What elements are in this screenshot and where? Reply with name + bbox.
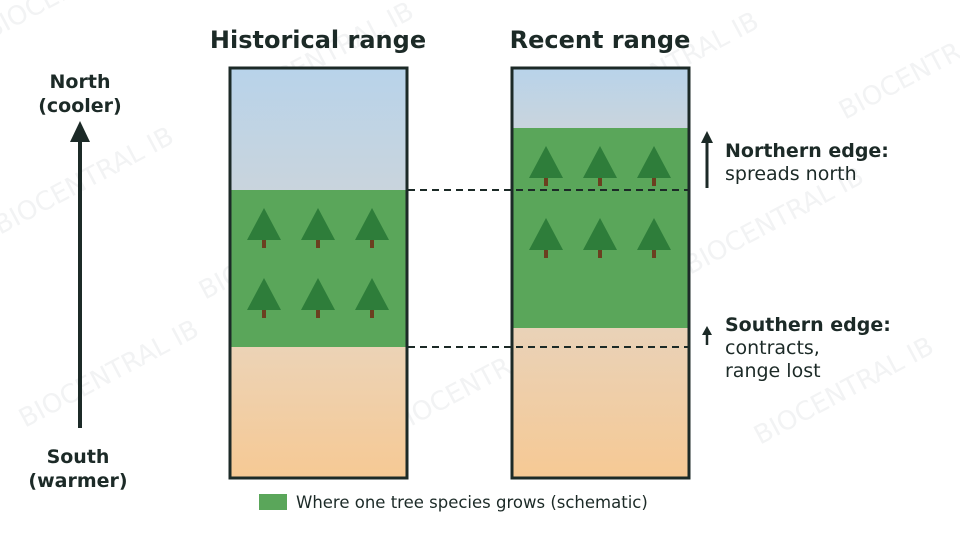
south-sublabel: (warmer): [28, 470, 127, 492]
watermark-text: BIOCENTRAL IB: [14, 314, 204, 434]
north-arrowhead-icon: [70, 121, 90, 142]
southern-edge-annotation: Southern edge: contracts, range lost: [702, 314, 891, 382]
legend: Where one tree species grows (schematic): [259, 493, 648, 512]
south-label: South: [47, 446, 110, 468]
watermark: BIOCENTRAL IB BIOCENTRAL IB BIOCENTRAL I…: [0, 0, 960, 451]
latitude-axis: North (cooler) South (warmer): [28, 71, 127, 492]
northern-edge-desc: spreads north: [725, 163, 857, 185]
southern-edge-desc-2: range lost: [725, 360, 821, 382]
northern-edge-annotation: Northern edge: spreads north: [701, 131, 889, 188]
historical-south-zone: [230, 347, 407, 478]
up-arrow-icon: [702, 326, 712, 335]
historical-panel-border: [228, 66, 409, 480]
north-sublabel: (cooler): [38, 95, 122, 117]
watermark-text: BIOCENTRAL IB: [0, 121, 179, 241]
recent-range-panel: [510, 66, 691, 480]
watermark-text: BIOCENTRAL IB: [0, 0, 169, 46]
up-arrow-icon: [701, 131, 713, 143]
legend-swatch: [259, 494, 287, 510]
historical-sky-zone: [230, 68, 407, 190]
historical-range-panel: [228, 66, 409, 480]
recent-title: Recent range: [510, 26, 691, 54]
southern-edge-desc: contracts,: [725, 337, 820, 359]
historical-title: Historical range: [210, 26, 426, 54]
north-label: North: [50, 71, 111, 93]
recent-panel-border: [510, 66, 691, 480]
northern-edge-title: Northern edge:: [725, 140, 889, 162]
legend-label: Where one tree species grows (schematic): [296, 493, 648, 512]
recent-sky-zone: [512, 68, 689, 128]
southern-edge-title: Southern edge:: [725, 314, 891, 336]
recent-south-zone: [512, 328, 689, 478]
watermark-text: BIOCENTRAL IB: [834, 6, 960, 126]
